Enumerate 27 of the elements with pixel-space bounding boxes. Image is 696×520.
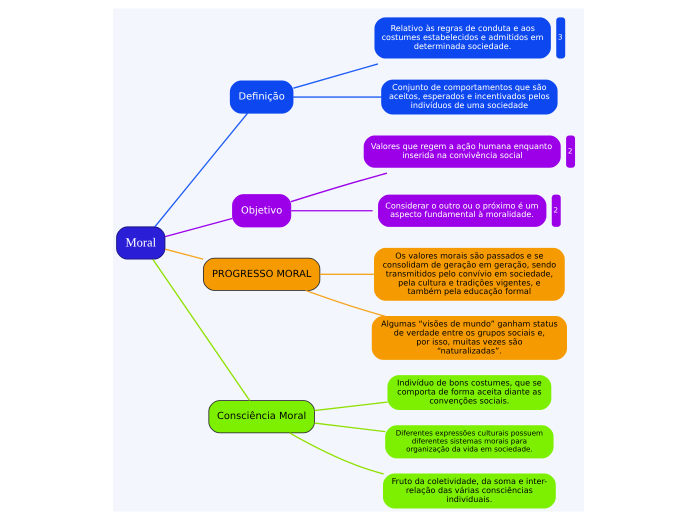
node-box: Diferentes expressões culturais possuem diferentes sistemas morais para organização da vida em sociedade. [384, 425, 554, 458]
node-box: Fruto da coletividade, da soma e inter-relação das várias consciências individuais. [382, 474, 556, 508]
connector [292, 96, 381, 98]
node-label: 2 [567, 146, 572, 156]
connector [304, 290, 385, 317]
node-box: Os valores morais são passados e se consolidam de geração em geração, sendo transmitidos pelo convívio em sociedade, pela cultura e tradições vigentes, e também pela educação formal [374, 248, 564, 301]
node-box: Objetivo [232, 194, 291, 228]
connector [152, 258, 250, 401]
connector [314, 401, 388, 412]
connector [314, 422, 385, 432]
node-box: PROGRESSO MORAL [202, 258, 320, 291]
connector [292, 63, 378, 89]
connector [154, 112, 248, 228]
node-box: Consciência Moral [208, 400, 314, 434]
connector [288, 432, 384, 475]
connector [319, 274, 374, 275]
connector [290, 172, 387, 202]
node-label: 3 [558, 32, 562, 42]
connector [290, 210, 372, 212]
node-box: Algumas “visões de mundo” ganham status de verdade entre os grupos sociais e, por isso, muitas vezes são “naturalizadas”. [371, 316, 566, 360]
node-label: 2 [553, 205, 558, 214]
node-box: Conjunto de comportamentos que são aceitos, esperados e incentivados pelos indivíduos de uma sociedade [380, 80, 558, 114]
node-box: Indivíduo de bons costumes, que se comporta de forma aceita diante as convenções sociais. [386, 375, 551, 410]
node-box: Definição [229, 80, 293, 114]
node-box: Moral [116, 226, 165, 260]
connector [164, 248, 203, 260]
connector [164, 218, 232, 238]
